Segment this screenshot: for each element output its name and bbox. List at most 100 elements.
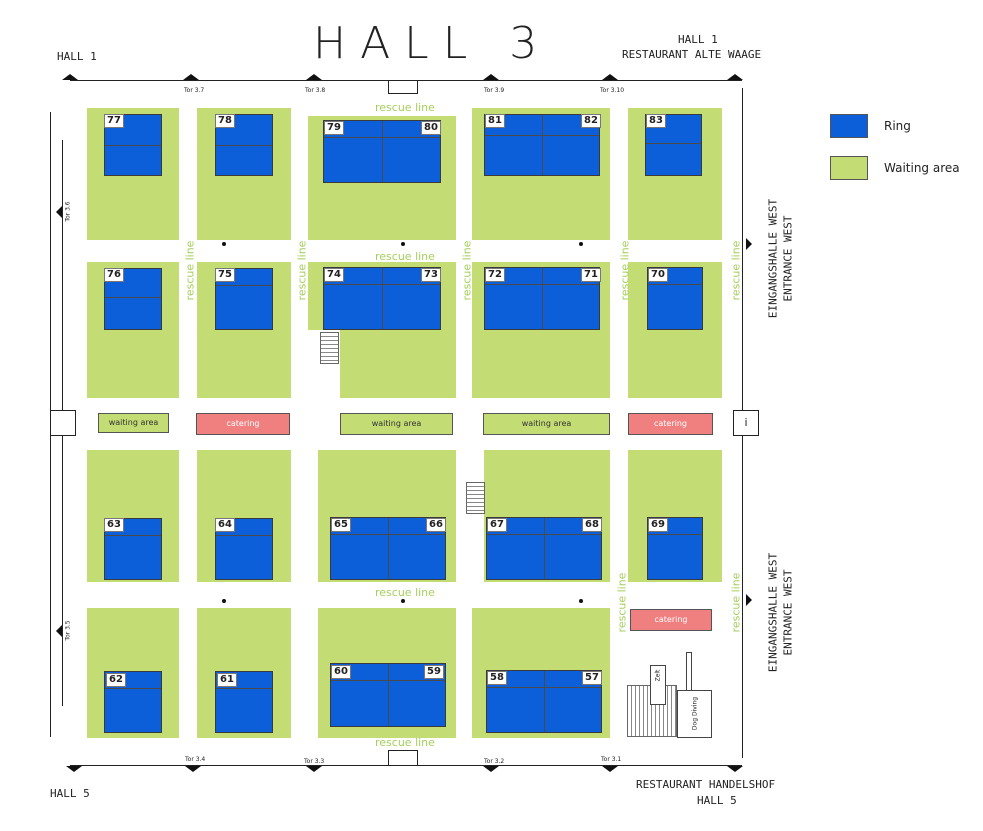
gate-marker-bottom-left [66,766,82,772]
pillar-5 [401,599,405,603]
pillar-3 [579,242,583,246]
ring-number-74: 74 [324,268,344,282]
gate-marker-3-2 [483,766,499,772]
gate-marker-3-4 [185,766,201,772]
label-entrance-west-lower-1: EINGANGSHALLE WEST [766,552,780,673]
gate-label-3-2: Tor 3.2 [484,758,505,765]
gate-marker-3-7 [183,74,199,80]
gate-label-3-4: Tor 3.4 [185,756,206,763]
ring-number-64: 64 [215,518,235,532]
door-top [388,80,418,94]
ring-number-79: 79 [324,121,344,135]
gate-label-3-7: Tor 3.7 [184,87,205,94]
rescue-line-row2: rescue line [375,250,435,263]
ring-number-69: 69 [648,518,668,532]
gate-marker-top-right [727,74,743,80]
gate-marker-3-10 [602,74,618,80]
ring-number-66: 66 [426,518,446,532]
catering-box-1: catering [196,413,290,435]
legend-ring-swatch [830,114,868,138]
stairs-middle [466,482,485,514]
gate-label-3-10: Tor 3.10 [600,87,625,94]
ring-number-58: 58 [487,671,507,685]
gate-label-3-8: Tor 3.8 [305,87,326,94]
ring-number-77: 77 [104,114,124,128]
hall-title: HALL 3 [313,18,552,69]
stairs-upper [320,332,339,364]
ring-number-75: 75 [215,268,235,282]
dog-diving-box [677,690,712,738]
label-hall-5-right: HALL 5 [697,794,737,807]
ring-number-72: 72 [485,268,505,282]
ring-61[interactable] [215,671,273,733]
ring-number-65: 65 [331,518,351,532]
ring-number-71: 71 [581,268,601,282]
rescue-line-v6: rescue line [615,572,629,633]
pillar-6 [579,599,583,603]
catering-box-2: catering [628,413,713,435]
waiting-area-box-1: waiting area [98,413,169,433]
rescue-line-v4: rescue line [618,240,632,301]
gate-marker-3-3 [306,766,322,772]
ring-number-83: 83 [646,114,666,128]
rescue-line-v1: rescue line [183,240,197,301]
ring-64[interactable] [215,518,273,580]
gate-marker-3-1 [602,766,618,772]
label-restaurant-alte-waage: RESTAURANT ALTE WAAGE [622,48,762,61]
gate-marker-bottom-right [727,766,743,772]
gate-marker-3-8 [306,74,322,80]
catering-box-3: catering [630,609,712,631]
door-bottom [388,750,418,766]
zelt-box [650,665,666,705]
gate-label-3-1: Tor 3.1 [601,756,622,763]
wall-left-upper [62,140,63,410]
gate-marker-3-5 [56,625,62,637]
ring-number-76: 76 [104,268,124,282]
gate-label-3-5: Tor 3.5 [64,620,72,641]
ring-number-82: 82 [581,114,601,128]
entrance-arrow-upper [746,238,752,250]
label-restaurant-handelshof: RESTAURANT HANDELSHOF [636,778,776,791]
entrance-arrow-lower [746,594,752,606]
gate-marker-3-9 [483,74,499,80]
pillar-4 [222,599,226,603]
gate-label-3-6: Tor 3.6 [64,201,72,222]
ring-number-63: 63 [104,518,124,532]
ring-number-81: 81 [485,114,505,128]
legend-waiting-swatch [830,156,868,180]
rescue-line-top: rescue line [375,101,435,114]
waiting-area-box-2: waiting area [340,413,453,435]
ring-number-70: 70 [648,268,668,282]
legend-waiting-label: Waiting area [884,161,960,175]
ring-number-73: 73 [421,268,441,282]
gate-label-3-9: Tor 3.9 [484,87,505,94]
waiting-area-box-3: waiting area [483,413,610,435]
ring-number-59: 59 [424,665,444,679]
waiting-area-74-73-lower [340,330,456,398]
rescue-line-v3: rescue line [460,240,474,301]
legend-ring-label: Ring [884,119,911,133]
ring-number-62: 62 [106,673,126,687]
label-entrance-west-lower-2: ENTRANCE WEST [781,569,795,656]
gate-marker-top-left [62,74,78,80]
rescue-line-v7: rescue line [729,572,743,633]
ring-number-57: 57 [582,671,602,685]
ring-number-80: 80 [421,121,441,135]
ring-number-67: 67 [487,518,507,532]
label-hall-1-left: HALL 1 [57,50,97,63]
pillar-1 [222,242,226,246]
info-box: i [733,410,759,436]
label-entrance-west-upper-1: EINGANGSHALLE WEST [766,198,780,319]
ring-number-61: 61 [217,673,237,687]
label-hall-5-left: HALL 5 [50,787,90,800]
rescue-line-v2: rescue line [295,240,309,301]
gate-marker-3-6 [56,206,62,218]
rescue-line-row4: rescue line [375,586,435,599]
rescue-line-v5: rescue line [729,240,743,301]
rescue-line-bottom: rescue line [375,736,435,749]
ring-number-60: 60 [331,665,351,679]
label-entrance-west-upper-2: ENTRANCE WEST [781,215,795,302]
pillar-2 [401,242,405,246]
label-hall-1-right: HALL 1 [678,33,718,46]
door-left [50,410,76,436]
